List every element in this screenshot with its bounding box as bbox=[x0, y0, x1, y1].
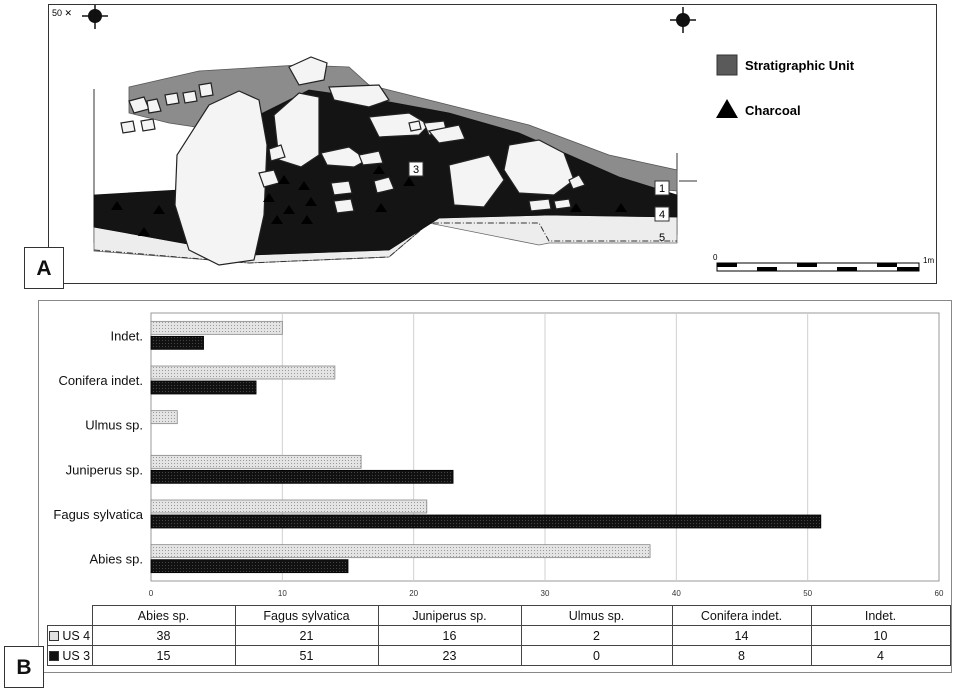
bar-us3 bbox=[150, 469, 454, 484]
category-label: Indet. bbox=[110, 328, 143, 343]
x-tick-label: 0 bbox=[149, 589, 154, 598]
table-cell: 38 bbox=[91, 625, 236, 646]
stratigraphic-unit-swatch bbox=[716, 54, 738, 76]
series-legend-us3: US 3 bbox=[47, 645, 93, 666]
data-table-header: Abies sp. bbox=[91, 605, 236, 626]
bar-us3 bbox=[150, 514, 822, 529]
panel-a-section-drawing: 50 ✕ bbox=[48, 3, 937, 284]
data-table-header: Indet. bbox=[810, 605, 951, 626]
corner-label: 50 ✕ bbox=[52, 8, 72, 18]
x-tick-label: 50 bbox=[803, 589, 812, 598]
table-cell: 8 bbox=[671, 645, 812, 666]
bar-us4 bbox=[150, 544, 651, 559]
data-table-corner bbox=[47, 605, 93, 626]
x-tick-label: 60 bbox=[935, 589, 944, 598]
bar-us4 bbox=[150, 365, 336, 380]
bar-us4 bbox=[150, 320, 283, 335]
bar-chart: Abies sp. Fagus sylvatica Juniperus sp. Ulm… bbox=[53, 312, 944, 598]
x-tick-label: 10 bbox=[278, 589, 287, 598]
data-table-header-row: Abies sp. Fagus sylvatica Juniperus sp. … bbox=[47, 605, 951, 626]
unit-labels: 3 1 4 5 bbox=[408, 161, 670, 244]
stones bbox=[120, 56, 586, 266]
x-tick-labels: 0 10 20 30 40 50 60 bbox=[149, 589, 944, 598]
unit-label-3: 3 bbox=[413, 164, 419, 176]
us4-swatch-icon bbox=[49, 631, 60, 642]
x-tick-label: 20 bbox=[409, 589, 418, 598]
data-table-row-us4: US 4 38 21 16 2 14 10 bbox=[47, 625, 951, 646]
bar-us3 bbox=[150, 380, 257, 395]
x-tick-label: 30 bbox=[541, 589, 550, 598]
crosshair-icon-left bbox=[82, 3, 108, 29]
us3-swatch-icon bbox=[49, 651, 60, 662]
bar-us3 bbox=[150, 559, 349, 574]
category-labels: Abies sp. Fagus sylvatica Juniperus sp. Ulm… bbox=[53, 328, 143, 566]
scale-end: 1m bbox=[923, 256, 934, 265]
data-table-header: Conifera indet. bbox=[671, 605, 812, 626]
chart-grid bbox=[150, 312, 940, 582]
table-cell: 0 bbox=[520, 645, 673, 666]
panel-label-a: A bbox=[24, 247, 64, 289]
bar-us3 bbox=[150, 335, 204, 350]
bar-us4 bbox=[150, 410, 178, 425]
scale-start: 0 bbox=[713, 253, 718, 262]
series-name: US 4 bbox=[62, 628, 91, 643]
data-table-row-us3: US 3 15 51 23 0 8 4 bbox=[47, 645, 951, 666]
x-tick-label: 40 bbox=[672, 589, 681, 598]
table-cell: 10 bbox=[810, 625, 951, 646]
charcoal-markers bbox=[111, 165, 627, 236]
unit-label-1: 1 bbox=[659, 183, 665, 195]
table-cell: 21 bbox=[234, 625, 379, 646]
data-table-header: Ulmus sp. bbox=[520, 605, 673, 626]
table-cell: 15 bbox=[91, 645, 236, 666]
bar-us4 bbox=[150, 454, 362, 469]
table-cell: 51 bbox=[234, 645, 379, 666]
category-label: Juniperus sp. bbox=[66, 462, 143, 477]
series-name: US 3 bbox=[62, 648, 91, 663]
series-legend-us4: US 4 bbox=[47, 625, 93, 646]
category-label: Fagus sylvatica bbox=[53, 507, 143, 522]
table-cell: 2 bbox=[520, 625, 673, 646]
table-cell: 16 bbox=[377, 625, 522, 646]
legend-charcoal: Charcoal bbox=[745, 103, 801, 118]
legend-stratigraphic-unit: Stratigraphic Unit bbox=[745, 58, 855, 73]
data-table: Abies sp. Fagus sylvatica Juniperus sp. … bbox=[47, 605, 951, 666]
charcoal-icon bbox=[716, 99, 738, 118]
data-table-header: Juniperus sp. bbox=[377, 605, 522, 626]
scale-bar: 0 1m bbox=[713, 253, 934, 272]
category-label: Ulmus sp. bbox=[85, 418, 143, 433]
table-cell: 4 bbox=[810, 645, 951, 666]
category-label: Abies sp. bbox=[90, 552, 143, 567]
category-label: Conifera indet. bbox=[58, 373, 143, 388]
bar-us4 bbox=[150, 499, 428, 514]
section-drawing: 50 ✕ bbox=[52, 3, 934, 272]
panel-label-b: B bbox=[4, 646, 44, 688]
chart-bars bbox=[150, 320, 822, 574]
data-table-header: Fagus sylvatica bbox=[234, 605, 379, 626]
table-cell: 23 bbox=[377, 645, 522, 666]
unit-label-5: 5 bbox=[659, 232, 665, 244]
unit-label-4: 4 bbox=[659, 209, 665, 221]
legend-a: Stratigraphic Unit Charcoal bbox=[716, 54, 855, 118]
crosshair-icon-right bbox=[670, 7, 696, 33]
table-cell: 14 bbox=[671, 625, 812, 646]
